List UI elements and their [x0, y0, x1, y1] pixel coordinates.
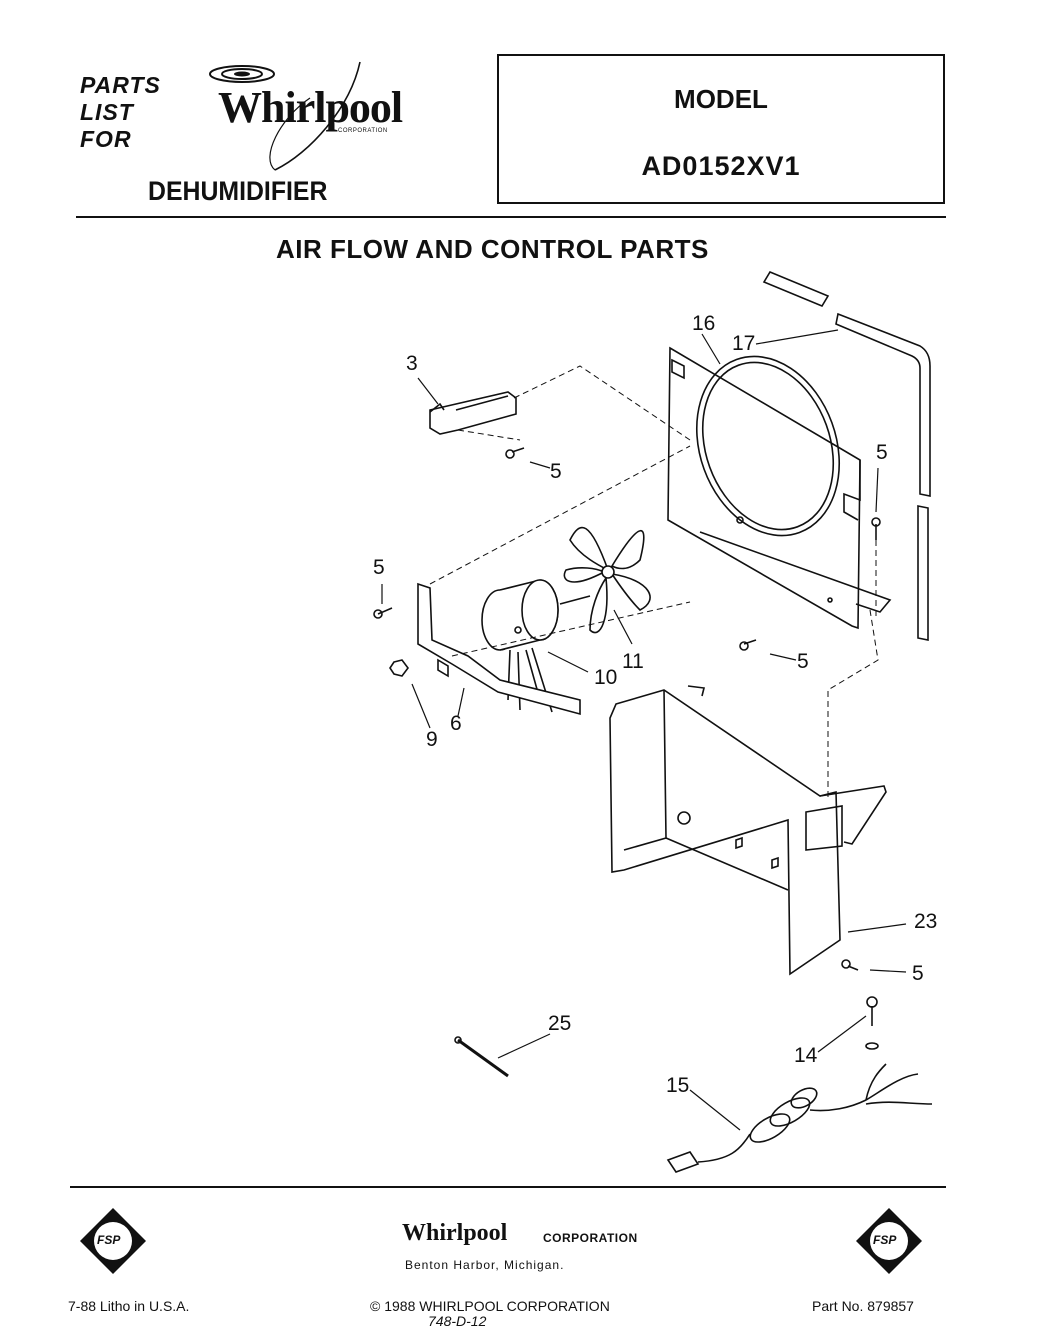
parts-line: PARTS — [80, 72, 161, 98]
callout-11: 11 — [622, 650, 644, 673]
whirlpool-logo-swirl — [209, 61, 361, 171]
footer-city: Benton Harbor, Michigan. — [405, 1258, 565, 1272]
callout-17: 17 — [732, 332, 756, 355]
list-line: LIST — [80, 99, 134, 125]
fsp-text-right: FSP — [873, 1233, 897, 1247]
model-box: MODEL AD0152XV1 — [497, 54, 945, 204]
product-name: DEHUMIDIFIER — [148, 176, 328, 206]
footer-brand: Whirlpool — [402, 1220, 508, 1246]
alignment-lines — [429, 365, 879, 800]
footer-divider — [70, 1186, 946, 1188]
callout-16: 16 — [692, 312, 716, 335]
trim-strips — [762, 270, 931, 641]
thermostat-clip — [454, 1036, 509, 1078]
nut — [389, 659, 409, 677]
brand-name: Whirlpool — [218, 83, 403, 132]
fsp-logo-left — [80, 1208, 146, 1274]
callout-5-bracket: 5 — [550, 460, 562, 483]
callout-15: 15 — [666, 1074, 690, 1097]
callout-5-panel: 5 — [912, 962, 924, 985]
section-title: AIR FLOW AND CONTROL PARTS — [276, 234, 709, 264]
screws — [373, 447, 881, 1050]
fan-motor — [481, 579, 591, 713]
fan-blade — [563, 526, 651, 634]
callout-10: 10 — [594, 666, 618, 689]
motor-bracket — [417, 582, 581, 716]
callout-25: 25 — [548, 1012, 572, 1035]
control-panel — [609, 685, 887, 976]
part-number: Part No. 879857 — [812, 1298, 914, 1314]
header-divider — [76, 216, 946, 218]
model-number: AD0152XV1 — [641, 151, 801, 181]
brand-corporation: CORPORATION — [338, 128, 388, 134]
bracket-3 — [429, 391, 517, 435]
leader-lines — [381, 329, 907, 1131]
callout-5-motor-bracket: 5 — [373, 556, 385, 579]
callout-5-shroud: 5 — [876, 441, 888, 464]
document-code: 748-D-12 — [428, 1313, 487, 1329]
model-label: MODEL — [674, 84, 768, 114]
callout-6: 6 — [450, 712, 462, 735]
callout-23: 23 — [914, 910, 938, 933]
fan-shroud — [667, 346, 892, 630]
callout-9: 9 — [426, 728, 438, 751]
fsp-logo-right — [856, 1208, 922, 1274]
parts-list-heading: PARTS LIST FOR — [80, 72, 161, 153]
callout-5-lower: 5 — [797, 650, 809, 673]
power-cord — [666, 1063, 933, 1173]
copyright: © 1988 WHIRLPOOL CORPORATION — [370, 1298, 610, 1314]
litho-note: 7-88 Litho in U.S.A. — [68, 1298, 190, 1314]
callout-14: 14 — [794, 1044, 818, 1067]
callout-3: 3 — [406, 352, 418, 375]
for-line: FOR — [80, 126, 132, 152]
fsp-text-left: FSP — [97, 1233, 121, 1247]
footer-corporation: CORPORATION — [543, 1231, 638, 1245]
